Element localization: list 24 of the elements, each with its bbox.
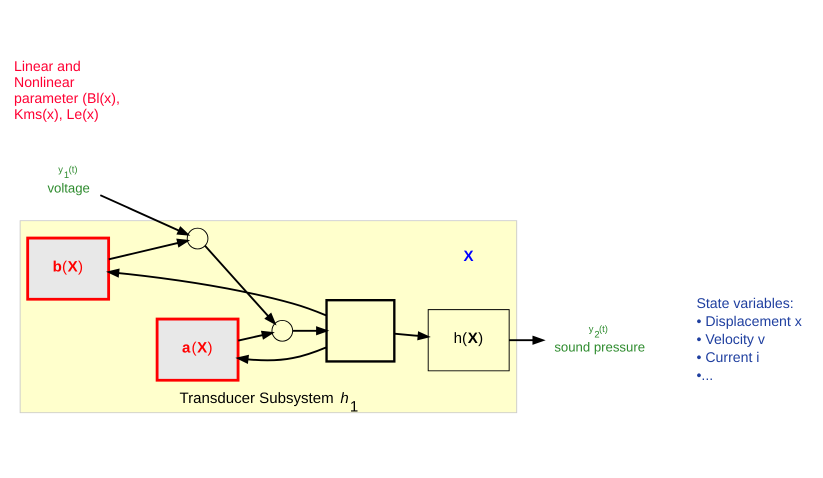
node-label: sound pressure <box>554 339 646 354</box>
node-box: b(X) <box>26 236 110 300</box>
arrow <box>100 194 190 236</box>
label: • Velocity v <box>696 330 765 346</box>
node-circle <box>186 227 208 249</box>
label: X <box>464 247 474 264</box>
label: • Displacement x <box>696 312 802 329</box>
arrow <box>108 238 190 260</box>
label: • Current i <box>696 348 760 364</box>
arrow <box>235 346 327 364</box>
arrow <box>509 335 546 344</box>
node-label: voltage <box>47 180 90 196</box>
node-circle <box>271 319 294 342</box>
arrow <box>204 244 277 325</box>
arrow <box>106 268 327 316</box>
node-box: a(X) <box>156 317 240 382</box>
arrow <box>238 330 275 342</box>
arrow <box>292 326 330 335</box>
label: State variables: <box>696 294 794 311</box>
node-box: h(X) <box>428 308 510 371</box>
node-box <box>325 298 396 362</box>
label: •... <box>696 366 714 382</box>
arrow <box>394 330 431 340</box>
label: Linear and Nonlinear parameter (Bl(x), Kms(x), Le(x) <box>14 58 120 122</box>
